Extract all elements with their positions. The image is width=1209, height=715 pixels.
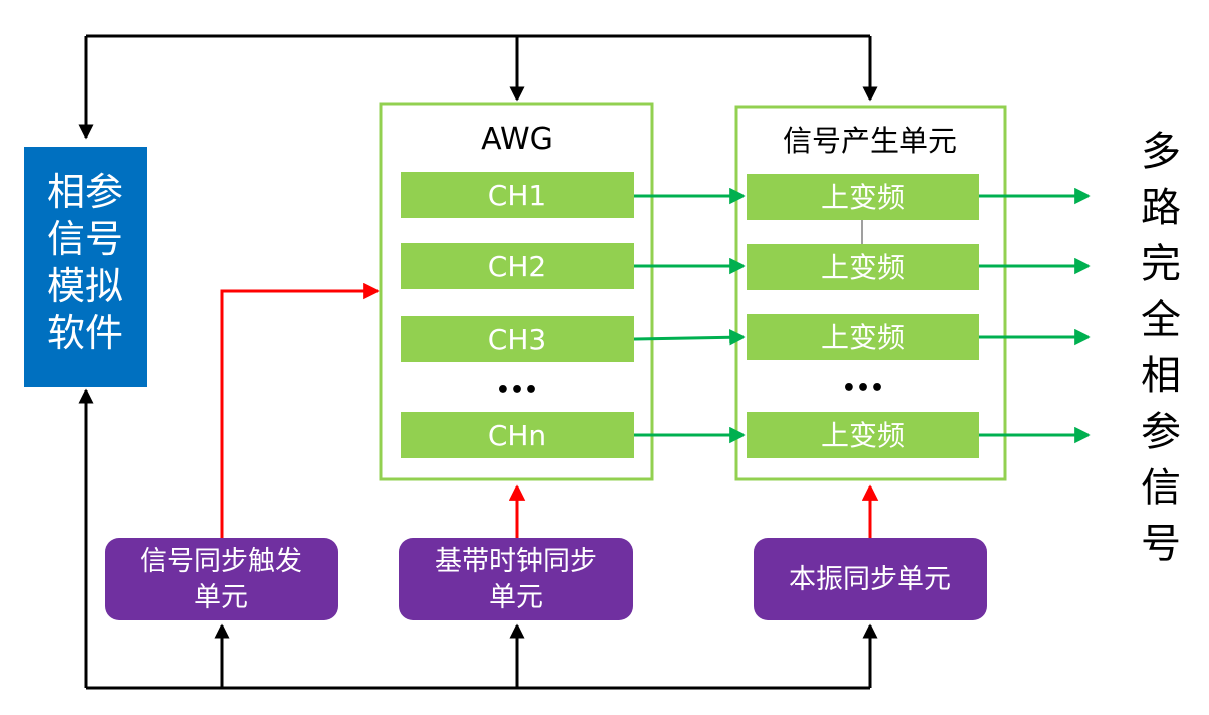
trigger-to-awg-arrow — [220, 282, 380, 540]
output-char-4: 全 — [1141, 297, 1181, 343]
channel-ch2 — [401, 243, 634, 289]
awg-title: AWG — [481, 122, 553, 157]
output-char-1: 多 — [1141, 129, 1181, 175]
channel-chn — [401, 412, 634, 458]
trigger-sync-label-line1: 信号同步触发 — [140, 546, 302, 577]
trigger-sync-box — [105, 538, 338, 620]
upconverter-4-label: 上变频 — [821, 419, 905, 452]
channel-ch3 — [401, 316, 634, 362]
channel-ch1 — [401, 172, 634, 218]
upconverter-2-label: 上变频 — [821, 251, 905, 284]
baseband-clock-sync-label-line1: 基带时钟同步 — [435, 546, 597, 577]
local-oscillator-sync-label: 本振同步单元 — [789, 564, 951, 595]
software-label-line2: 信号 — [47, 217, 123, 261]
upconverter-1-label: 上变频 — [821, 181, 905, 214]
channel-ch2-label: CH2 — [488, 250, 546, 283]
channel-chn-label: CHn — [488, 419, 546, 452]
output-char-7: 信 — [1141, 465, 1181, 511]
signal-generation-unit: 信号产生单元 上变频 上变频 上变频 ••• 上变频 — [734, 105, 1007, 481]
signal-unit-ellipsis: ••• — [842, 376, 884, 401]
upconverter-3-label: 上变频 — [821, 321, 905, 354]
output-char-5: 相 — [1141, 353, 1181, 399]
upconverter-4 — [747, 412, 979, 458]
software-label-line3: 模拟 — [47, 264, 123, 308]
software-box — [24, 147, 147, 387]
trigger-sync-label-line2: 单元 — [194, 582, 248, 613]
baseband-clock-sync-unit: 基带时钟同步 单元 — [399, 538, 633, 620]
output-label: 多 路 完 全 相 参 信 号 — [1141, 129, 1181, 567]
upconverter-3 — [747, 314, 979, 360]
coherent-signal-simulation-software: 相参 信号 模拟 软件 — [24, 147, 147, 387]
upconverter-2 — [747, 244, 979, 290]
channel-ch1-label: CH1 — [488, 179, 546, 212]
output-char-8: 号 — [1141, 521, 1181, 567]
output-char-2: 路 — [1141, 185, 1181, 231]
local-oscillator-sync-unit: 本振同步单元 — [754, 538, 987, 620]
awg-ellipsis: ••• — [496, 378, 538, 403]
signal-unit-border — [734, 105, 1007, 481]
trigger-sync-unit: 信号同步触发 单元 — [105, 538, 338, 620]
baseband-clock-sync-label-line2: 单元 — [489, 582, 543, 613]
output-char-3: 完 — [1141, 241, 1181, 287]
software-label-line1: 相参 — [47, 170, 123, 214]
ch3-to-upconverter-arrow — [633, 329, 746, 346]
output-char-6: 参 — [1141, 409, 1181, 455]
sync-arrows — [220, 282, 879, 540]
baseband-clock-sync-box — [399, 538, 633, 620]
channel-ch3-label: CH3 — [488, 323, 546, 356]
software-label-line4: 软件 — [47, 311, 123, 355]
local-oscillator-sync-box — [754, 538, 987, 620]
awg-module: AWG CH1 CH2 CH3 ••• CHn — [379, 102, 654, 481]
upconverter-1 — [747, 174, 979, 220]
signal-unit-title: 信号产生单元 — [783, 124, 957, 158]
awg-border — [379, 102, 654, 481]
signal-arrows — [633, 187, 1091, 444]
control-lines — [78, 34, 878, 690]
